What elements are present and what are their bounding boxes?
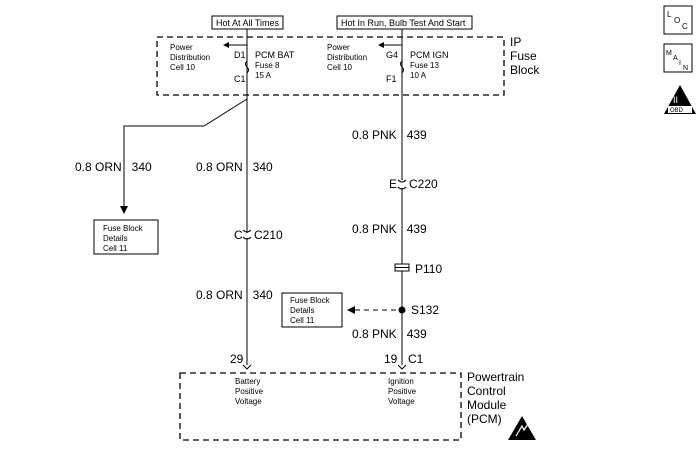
pcm-pin-29: 29 — [230, 352, 244, 366]
right-wire-label-3: 0.8 PNK 439 — [352, 327, 427, 341]
left-fuse-symbol-icon — [245, 60, 249, 74]
right-power-dist-3: Cell 10 — [327, 63, 352, 72]
svg-text:I: I — [679, 60, 681, 67]
left-power-dist-1: Power — [170, 43, 193, 52]
esd-warning-icon — [508, 416, 536, 440]
pcm-pin-29-terminal — [242, 364, 252, 370]
left-fuse-3: 15 A — [255, 71, 272, 80]
pcm-title-3: Module — [467, 398, 507, 412]
fuse-block-details-ref-2[interactable] — [281, 292, 343, 328]
pcm-outline — [179, 372, 462, 441]
pcm-left-label-1: Battery — [235, 377, 260, 386]
svg-text:II: II — [673, 95, 678, 105]
fuse-block-title-3: Block — [510, 63, 540, 77]
s132-label: S132 — [411, 303, 439, 317]
pcm-connector-c1: C1 — [408, 352, 424, 366]
svg-text:M: M — [666, 50, 672, 57]
pcm-title-2: Control — [467, 384, 506, 398]
right-power-dist-2: Distribution — [327, 53, 367, 62]
fuse-block-title-1: IP — [510, 35, 521, 49]
ref1-line3: Cell 11 — [103, 244, 128, 253]
pcm-right-label-2: Positive — [388, 387, 417, 396]
hot-at-all-times-label: Hot At All Times — [216, 18, 280, 28]
right-fuse-2: Fuse 13 — [410, 61, 439, 70]
pcm-title-4: (PCM) — [467, 412, 502, 426]
pcm-right-label-3: Voltage — [388, 397, 415, 406]
left-fuse-1: PCM BAT — [255, 50, 295, 60]
right-fuse-symbol-icon — [400, 60, 404, 74]
pcm-left-label-2: Positive — [235, 387, 264, 396]
obd-ii-icon[interactable]: II OBD — [664, 85, 696, 114]
ref2-line3: Cell 11 — [290, 316, 315, 325]
svg-text:O: O — [674, 16, 680, 25]
c210-label: C210 — [254, 228, 283, 242]
pcm-left-label-3: Voltage — [235, 397, 262, 406]
p110-label: P110 — [415, 262, 442, 276]
ref1-line2: Details — [103, 234, 127, 243]
left-top-pin: D1 — [234, 50, 246, 60]
right-fuse-3: 10 A — [410, 71, 427, 80]
branch-arrow-icon — [120, 206, 128, 214]
ref2-line1: Fuse Block — [290, 296, 331, 305]
left-power-dist-2: Distribution — [170, 53, 210, 62]
left-bottom-pin: C1 — [234, 74, 246, 84]
ref1-line1: Fuse Block — [103, 224, 144, 233]
c210-connector-top — [242, 229, 252, 233]
right-arrow-icon — [378, 42, 384, 48]
c220-connector-top — [397, 179, 407, 183]
left-wire-label-2: 0.8 ORN 340 — [196, 288, 273, 302]
ref2-line2: Details — [290, 306, 314, 315]
right-bottom-pin: F1 — [386, 74, 397, 84]
svg-text:C: C — [682, 22, 688, 31]
main-icon[interactable]: M A I N — [663, 43, 693, 73]
hot-in-run-box — [336, 15, 473, 30]
svg-text:N: N — [683, 65, 688, 72]
c220-pin: E — [389, 177, 397, 191]
c210-pin: C — [234, 228, 243, 242]
left-fuse-2: Fuse 8 — [255, 61, 280, 70]
right-wire-label-1: 0.8 PNK 439 — [352, 128, 427, 142]
hot-in-run-label: Hot In Run, Bulb Test And Start — [341, 18, 466, 28]
branch-wire — [123, 98, 248, 208]
left-arrow-icon — [223, 42, 229, 48]
loc-icon[interactable]: L O C — [663, 5, 693, 35]
left-power-dist-3: Cell 10 — [170, 63, 195, 72]
right-fuse-1: PCM IGN — [410, 50, 449, 60]
pcm-pin-19-terminal — [397, 364, 407, 370]
s132-splice — [398, 306, 406, 314]
pcm-title-1: Powertrain — [467, 370, 524, 384]
svg-text:A: A — [673, 55, 678, 62]
ip-fuse-block-outline — [156, 36, 505, 96]
left-wire-label-1: 0.8 ORN 340 — [196, 160, 273, 174]
c220-label: C220 — [409, 177, 438, 191]
branch-wire-label: 0.8 ORN 340 — [75, 160, 152, 174]
svg-text:OBD: OBD — [670, 108, 684, 114]
right-power-dist-1: Power — [327, 43, 350, 52]
pcm-right-label-1: Ignition — [388, 377, 414, 386]
right-wire-label-2: 0.8 PNK 439 — [352, 222, 427, 236]
s132-arrow-icon — [347, 306, 355, 314]
fuse-block-title-2: Fuse — [510, 49, 537, 63]
right-top-pin: G4 — [386, 50, 398, 60]
svg-text:L: L — [667, 10, 672, 19]
pcm-pin-19: 19 — [384, 352, 398, 366]
fuse-block-details-ref-1[interactable] — [93, 219, 159, 255]
